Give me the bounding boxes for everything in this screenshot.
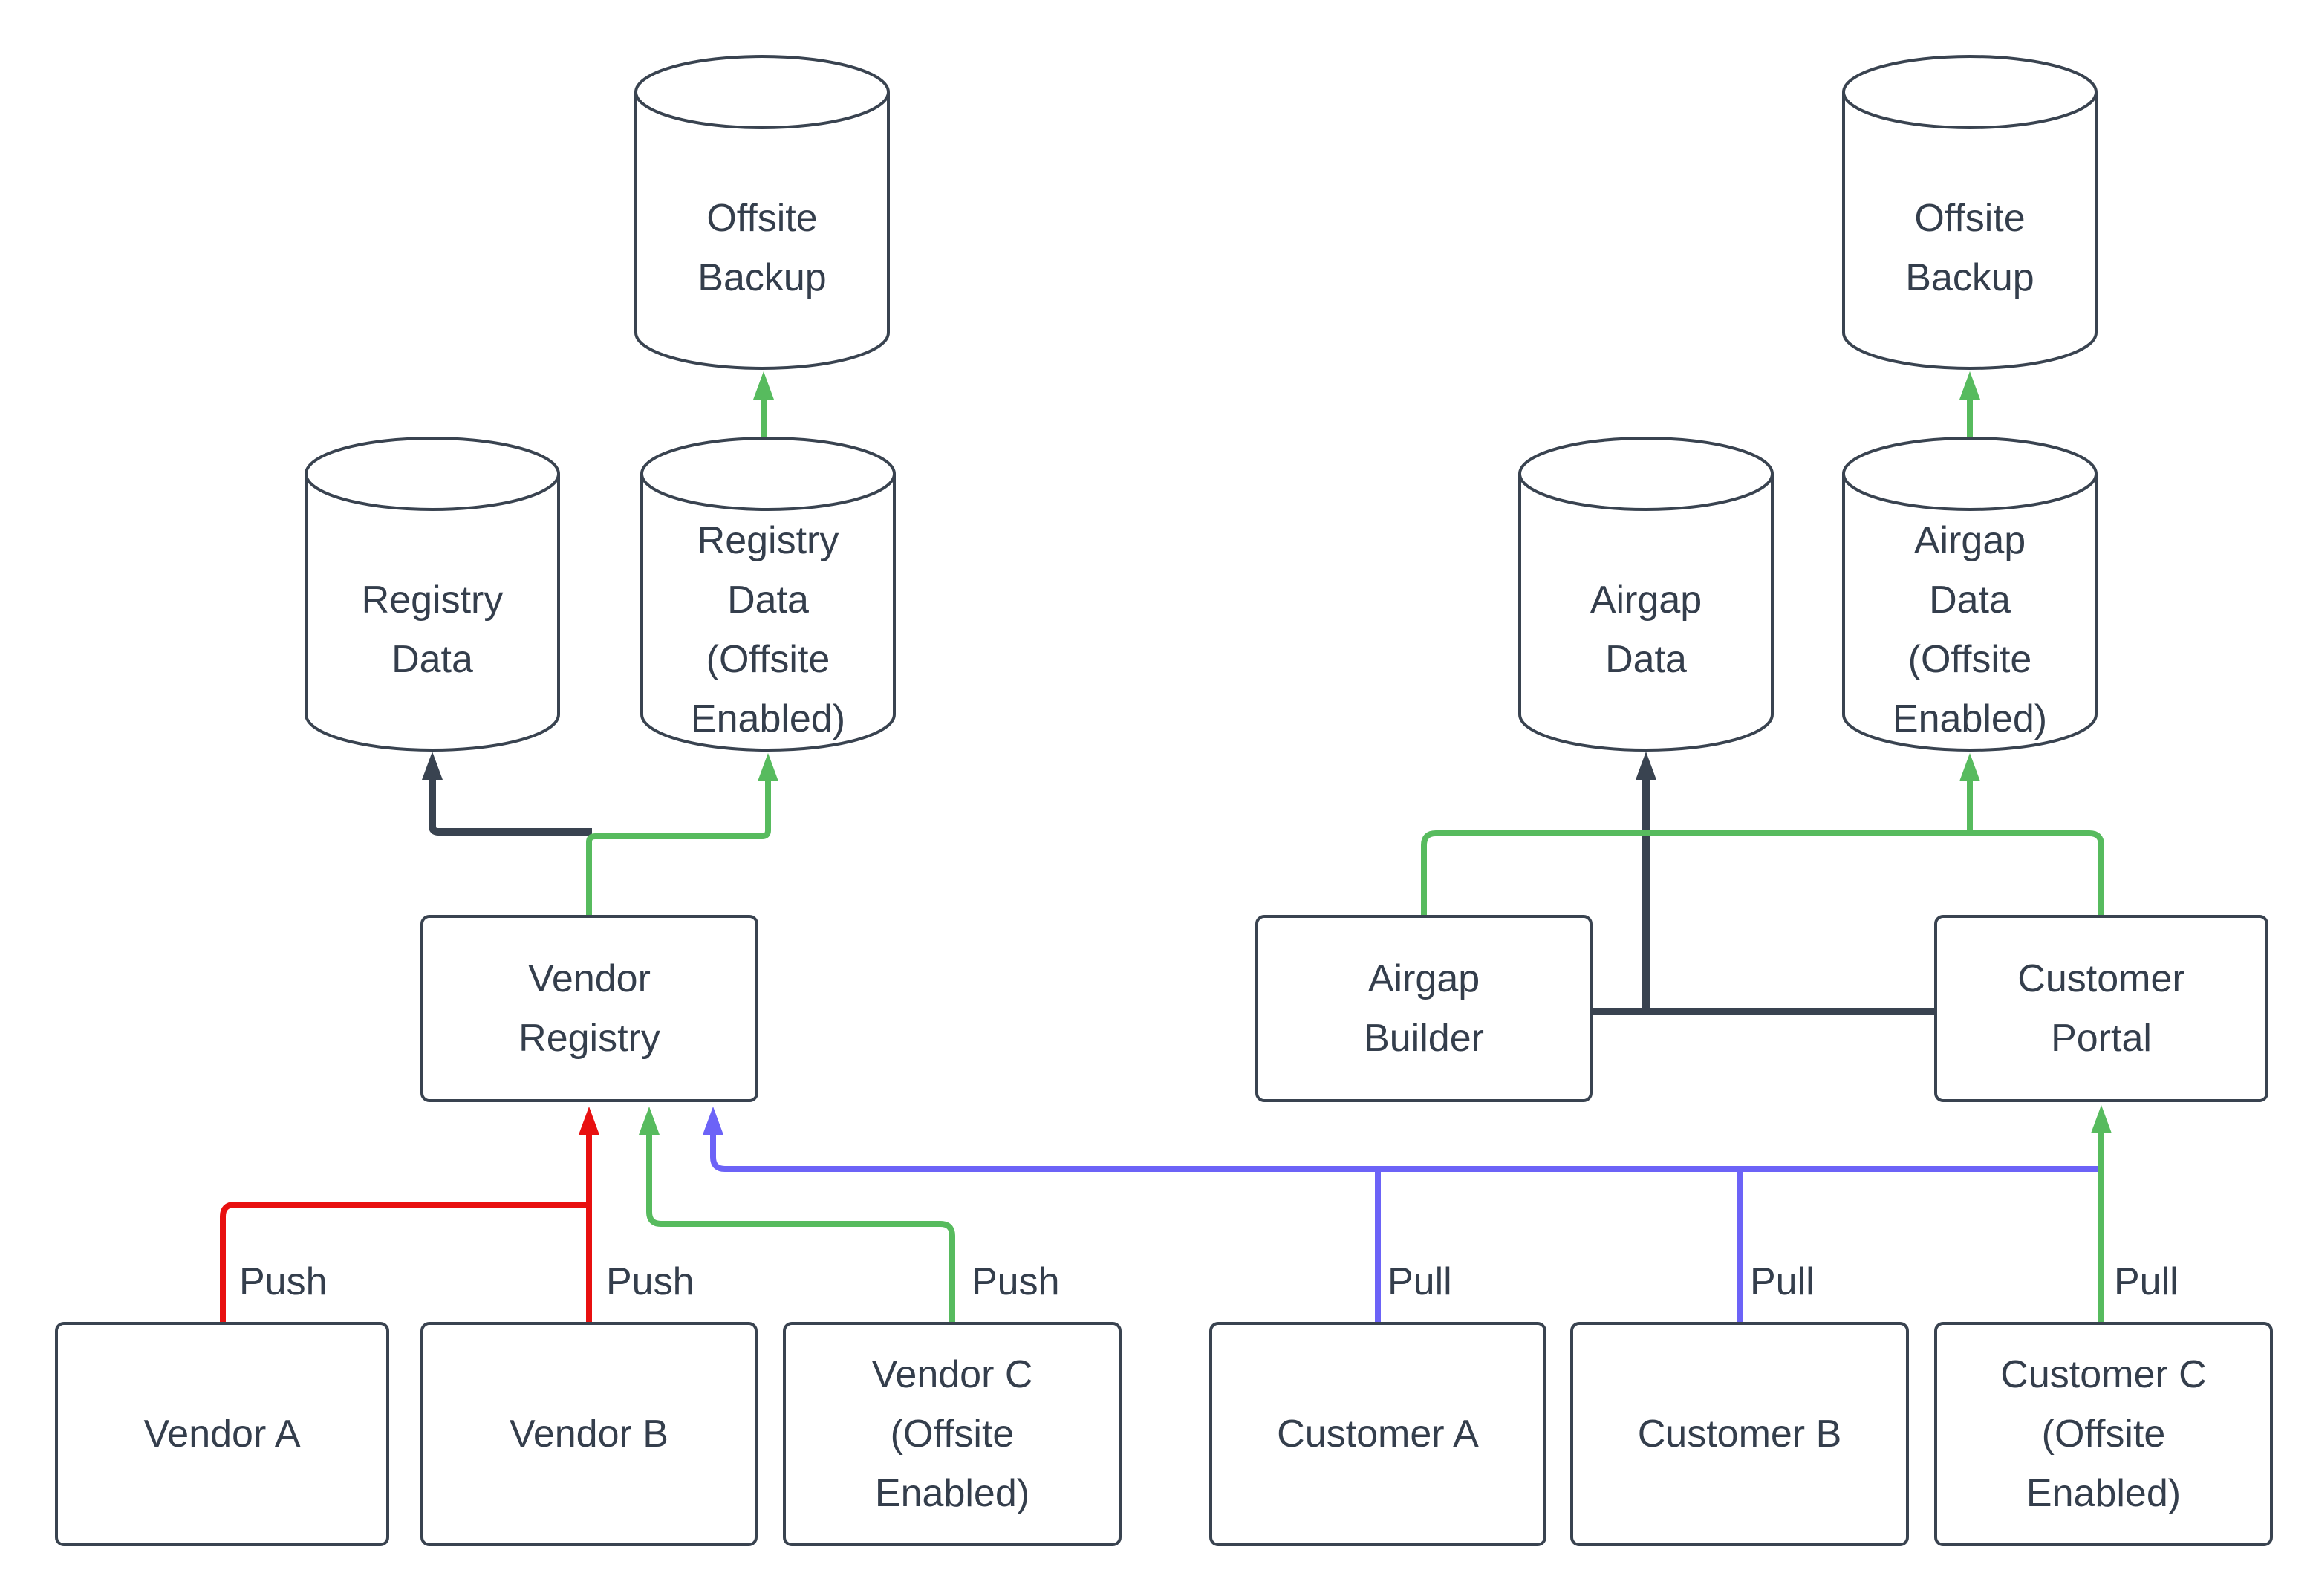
customer-a-text: Customer A	[1277, 1413, 1479, 1456]
customer-c-text: Customer C (Offsite Enabled)	[2000, 1353, 2207, 1515]
node-vendor-b: Vendor B	[420, 1322, 758, 1546]
edge-vendor-a-push	[220, 1202, 589, 1322]
vendor-c-text: Vendor C (Offsite Enabled)	[871, 1353, 1033, 1515]
edge-label-pull-customer-b: Pull	[1750, 1260, 1815, 1303]
arrowhead-into-offsite-backup-left	[753, 371, 774, 400]
arrowhead-blue-into-vendor-registry	[703, 1107, 723, 1135]
node-customer-c: Customer C (Offsite Enabled)	[1934, 1322, 2273, 1546]
edge-label-push-vendor-c: Push	[972, 1260, 1060, 1303]
vendor-b-text: Vendor B	[510, 1413, 668, 1456]
cylinder-registry-data-offsite	[640, 437, 896, 752]
vendor-registry-text: Vendor Registry	[518, 957, 660, 1060]
cylinder-offsite-backup-left	[634, 55, 890, 370]
cylinder-airgap-data-offsite	[1842, 437, 2098, 752]
arrowhead-into-offsite-backup-right	[1959, 371, 1980, 400]
cylinder-offsite-backup-right	[1842, 55, 2098, 370]
cylinder-airgap-data	[1518, 437, 1774, 752]
node-customer-a: Customer A	[1209, 1322, 1546, 1546]
edge-label-pull-customer-c: Pull	[2114, 1260, 2179, 1303]
customer-b-text: Customer B	[1637, 1413, 1842, 1456]
edge-vendor-registry-to-registry-data-offsite	[586, 780, 771, 915]
arrowhead-into-airgap-data-offsite	[1959, 753, 1980, 781]
edge-label-push-vendor-b: Push	[606, 1260, 694, 1303]
arrowhead-into-airgap-data	[1636, 752, 1656, 780]
node-customer-portal: Customer Portal	[1934, 915, 2268, 1102]
arrowhead-into-registry-data-offsite	[758, 753, 778, 781]
customer-portal-text: Customer Portal	[2017, 957, 2185, 1060]
airgap-builder-text: Airgap Builder	[1364, 957, 1484, 1060]
edge-vendor-registry-to-registry-data	[429, 777, 592, 836]
arrowhead-green-into-vendor-registry	[639, 1107, 660, 1135]
node-vendor-a: Vendor A	[55, 1322, 389, 1546]
vendor-a-text: Vendor A	[143, 1413, 301, 1456]
cylinder-registry-data	[305, 437, 560, 752]
node-vendor-registry: Vendor Registry	[420, 915, 758, 1102]
edge-label-push-vendor-a: Push	[239, 1260, 328, 1303]
edge-portal-to-builder-green	[1421, 830, 2104, 915]
node-customer-b: Customer B	[1570, 1322, 1909, 1546]
arrowhead-green-into-customer-portal	[2091, 1105, 2112, 1133]
edge-pull-trunk	[710, 1132, 2101, 1172]
edge-label-pull-customer-a: Pull	[1388, 1260, 1452, 1303]
edge-vendor-c-push	[646, 1132, 955, 1322]
arrowhead-into-registry-data	[422, 752, 443, 780]
node-vendor-c: Vendor C (Offsite Enabled)	[783, 1322, 1122, 1546]
arrowhead-red-into-vendor-registry	[579, 1107, 599, 1135]
edge-portal-builder-to-airgap-data	[1593, 778, 1934, 1015]
node-airgap-builder: Airgap Builder	[1255, 915, 1593, 1102]
